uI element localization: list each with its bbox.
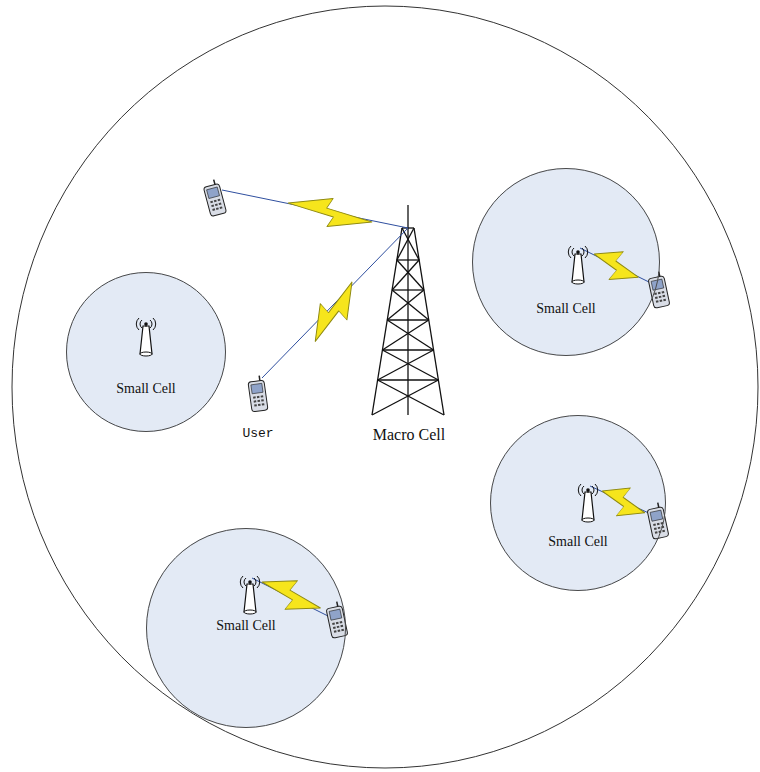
small-cell-circle: Small Cell xyxy=(146,528,346,728)
node-label: Small Cell xyxy=(473,301,659,317)
text-label: Macro Cell xyxy=(373,426,445,444)
node-label: Small Cell xyxy=(147,618,345,634)
node-label: Small Cell xyxy=(67,381,225,397)
small-cell-circle: Small Cell xyxy=(66,272,226,432)
small-cell-circle: Small Cell xyxy=(490,415,666,591)
small-cell-circle: Small Cell xyxy=(472,168,660,356)
node-label: Small Cell xyxy=(491,534,665,550)
text-label: User xyxy=(242,426,273,441)
